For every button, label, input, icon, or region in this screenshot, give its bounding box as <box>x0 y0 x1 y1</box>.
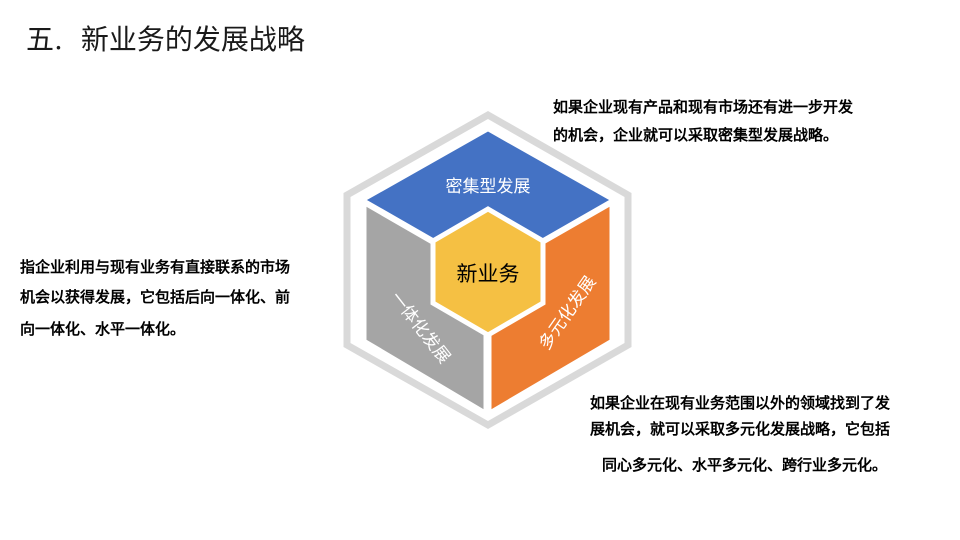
title-text: 新业务的发展战略 <box>80 23 305 56</box>
center-label: 新业务 <box>457 262 520 286</box>
description-line: 的机会，企业就可以采取密集型发展战略。 <box>553 126 839 144</box>
center-hexagon <box>430 206 546 338</box>
title-number: 五. <box>26 23 63 56</box>
description-line: 机会以获得发展，它包括后向一体化、前 <box>20 288 291 306</box>
page-title: 五. 新业务的发展战略 <box>26 18 305 62</box>
description-line: 如果企业在现有业务范围以外的领域找到了发 <box>590 394 891 412</box>
description-line: 指企业利用与现有业务有直接联系的市场 <box>20 258 291 276</box>
description-line: 向一体化、水平一体化。 <box>20 320 186 338</box>
description-line: 同心多元化、水平多元化、跨行业多元化。 <box>602 456 888 474</box>
top-face-label: 密集型发展 <box>446 177 531 197</box>
description-line: 如果企业现有产品和现有市场还有进一步开发 <box>553 98 854 116</box>
description-line: 展机会，就可以采取多元化发展战略，它包括 <box>590 420 891 438</box>
